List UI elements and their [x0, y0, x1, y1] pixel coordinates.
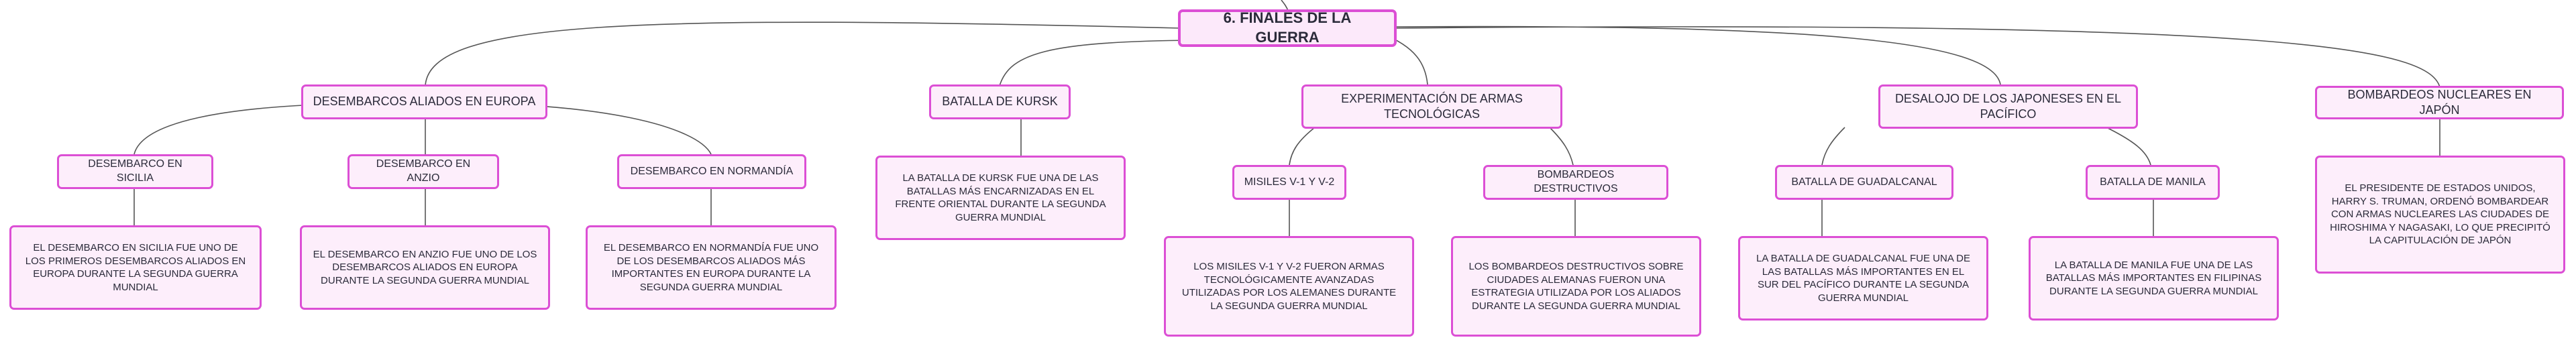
detail-text: LOS MISILES V-1 Y V-2 FUERON ARMAS TECNO… — [1181, 261, 1397, 312]
detail-bombardeos-nucleares: EL PRESIDENTE DE ESTADOS UNIDOS, HARRY S… — [2315, 156, 2565, 274]
topic-label: DESEMBARCOS ALIADOS EN EUROPA — [313, 95, 536, 109]
detail-text: LA BATALLA DE GUADALCANAL FUE UNA DE LAS… — [1756, 253, 1970, 304]
subtopic-label: DESEMBARCO EN NORMANDÍA — [630, 165, 794, 177]
topic-label: EXPERIMENTACIÓN DE ARMAS TECNOLÓGICAS — [1341, 91, 1523, 121]
topic-desembarcos-aliados[interactable]: DESEMBARCOS ALIADOS EN EUROPA — [301, 84, 547, 119]
subtopic-anzio[interactable]: DESEMBARCO EN ANZIO — [347, 154, 499, 189]
root-title: 6. FINALES DE LA GUERRA — [1223, 9, 1352, 46]
subtopic-label: BATALLA DE MANILA — [2100, 176, 2206, 188]
detail-normandia: EL DESEMBARCO EN NORMANDÍA FUE UNO DE LO… — [586, 225, 837, 310]
topic-batalla-kursk[interactable]: BATALLA DE KURSK — [929, 84, 1071, 119]
detail-text: EL DESEMBARCO EN NORMANDÍA FUE UNO DE LO… — [603, 242, 819, 293]
subtopic-label: BATALLA DE GUADALCANAL — [1791, 176, 1937, 188]
subtopic-guadalcanal[interactable]: BATALLA DE GUADALCANAL — [1775, 165, 1953, 200]
detail-misiles: LOS MISILES V-1 Y V-2 FUERON ARMAS TECNO… — [1164, 236, 1414, 337]
topic-experimentacion-armas[interactable]: EXPERIMENTACIÓN DE ARMAS TECNOLÓGICAS — [1301, 84, 1562, 129]
detail-text: EL DESEMBARCO EN ANZIO FUE UNO DE LOS DE… — [313, 248, 537, 286]
subtopic-label: DESEMBARCO EN SICILIA — [88, 158, 182, 184]
subtopic-sicilia[interactable]: DESEMBARCO EN SICILIA — [57, 154, 213, 189]
detail-text: LOS BOMBARDEOS DESTRUCTIVOS SOBRE CIUDAD… — [1468, 261, 1684, 312]
detail-manila: LA BATALLA DE MANILA FUE UNA DE LAS BATA… — [2029, 236, 2279, 321]
subtopic-normandia[interactable]: DESEMBARCO EN NORMANDÍA — [617, 154, 806, 189]
topic-bombardeos-nucleares[interactable]: BOMBARDEOS NUCLEARES EN JAPÓN — [2315, 86, 2564, 119]
subtopic-bombardeos-destructivos[interactable]: BOMBARDEOS DESTRUCTIVOS — [1483, 165, 1668, 200]
subtopic-label: DESEMBARCO EN ANZIO — [376, 158, 471, 184]
detail-sicilia: EL DESEMBARCO EN SICILIA FUE UNO DE LOS … — [9, 225, 262, 310]
detail-bombardeos-destructivos: LOS BOMBARDEOS DESTRUCTIVOS SOBRE CIUDAD… — [1451, 236, 1701, 337]
detail-anzio: EL DESEMBARCO EN ANZIO FUE UNO DE LOS DE… — [300, 225, 550, 310]
detail-text: LA BATALLA DE KURSK FUE UNA DE LAS BATAL… — [895, 172, 1106, 223]
topic-label: DESALOJO DE LOS JAPONESES EN EL PACÍFICO — [1894, 91, 2122, 121]
topic-label: BATALLA DE KURSK — [942, 95, 1058, 109]
detail-guadalcanal: LA BATALLA DE GUADALCANAL FUE UNA DE LAS… — [1738, 236, 1988, 321]
detail-text: EL PRESIDENTE DE ESTADOS UNIDOS, HARRY S… — [2330, 182, 2551, 247]
subtopic-label: MISILES V-1 Y V-2 — [1244, 176, 1335, 188]
detail-kursk: LA BATALLA DE KURSK FUE UNA DE LAS BATAL… — [875, 156, 1126, 240]
subtopic-label: BOMBARDEOS DESTRUCTIVOS — [1534, 169, 1618, 194]
root-node[interactable]: 6. FINALES DE LA GUERRA — [1178, 9, 1397, 47]
detail-text: LA BATALLA DE MANILA FUE UNA DE LAS BATA… — [2045, 259, 2262, 297]
topic-label: BOMBARDEOS NUCLEARES EN JAPÓN — [2347, 87, 2532, 117]
subtopic-manila[interactable]: BATALLA DE MANILA — [2086, 165, 2220, 200]
topic-desalojo-japoneses[interactable]: DESALOJO DE LOS JAPONESES EN EL PACÍFICO — [1878, 84, 2138, 129]
detail-text: EL DESEMBARCO EN SICILIA FUE UNO DE LOS … — [25, 242, 246, 293]
subtopic-misiles[interactable]: MISILES V-1 Y V-2 — [1232, 165, 1346, 200]
